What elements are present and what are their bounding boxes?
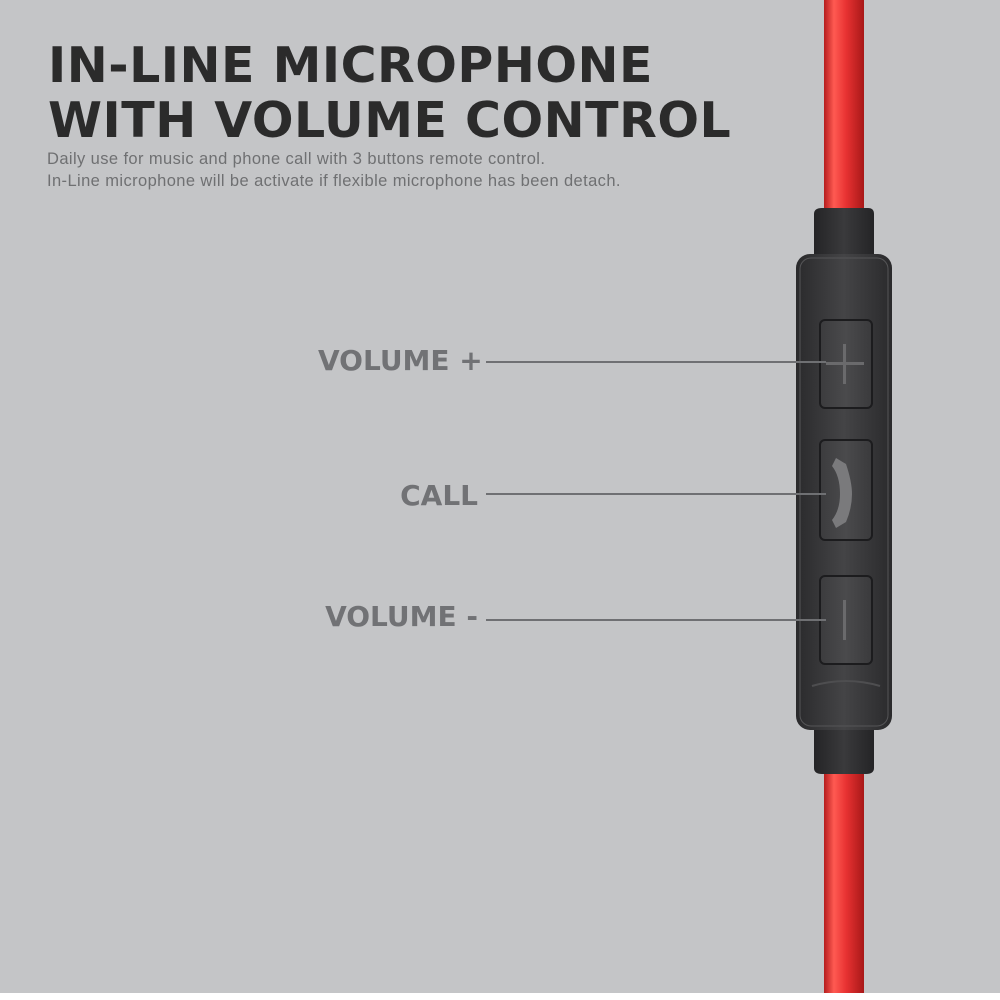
headline-line-2: WITH VOLUME CONTROL bbox=[48, 92, 732, 149]
plus-icon bbox=[826, 344, 864, 384]
cable-top bbox=[824, 0, 864, 212]
call-button[interactable] bbox=[819, 439, 873, 541]
volume-up-label: VOLUME + bbox=[318, 344, 483, 377]
headline-line-1: IN-LINE MICROPHONE bbox=[48, 37, 653, 94]
volume-down-pointer-line bbox=[486, 619, 826, 621]
minus-icon bbox=[843, 600, 846, 640]
cable-bottom bbox=[824, 772, 864, 993]
phone-handset-icon bbox=[832, 458, 852, 528]
bottom-collar bbox=[814, 728, 874, 774]
volume-down-button[interactable] bbox=[819, 575, 873, 665]
volume-up-button[interactable] bbox=[819, 319, 873, 409]
call-label: CALL bbox=[400, 479, 478, 512]
volume-up-pointer-line bbox=[486, 361, 826, 363]
subtitle-line-1: Daily use for music and phone call with … bbox=[47, 150, 546, 168]
subtitle-line-2: In-Line microphone will be activate if f… bbox=[47, 172, 621, 190]
subtitle: Daily use for music and phone call with … bbox=[47, 148, 621, 192]
top-collar bbox=[814, 208, 874, 256]
bottom-border bbox=[0, 993, 1000, 1000]
headline: IN-LINE MICROPHONE WITH VOLUME CONTROL bbox=[48, 38, 731, 148]
call-pointer-line bbox=[486, 493, 826, 495]
volume-down-label: VOLUME - bbox=[325, 600, 478, 633]
